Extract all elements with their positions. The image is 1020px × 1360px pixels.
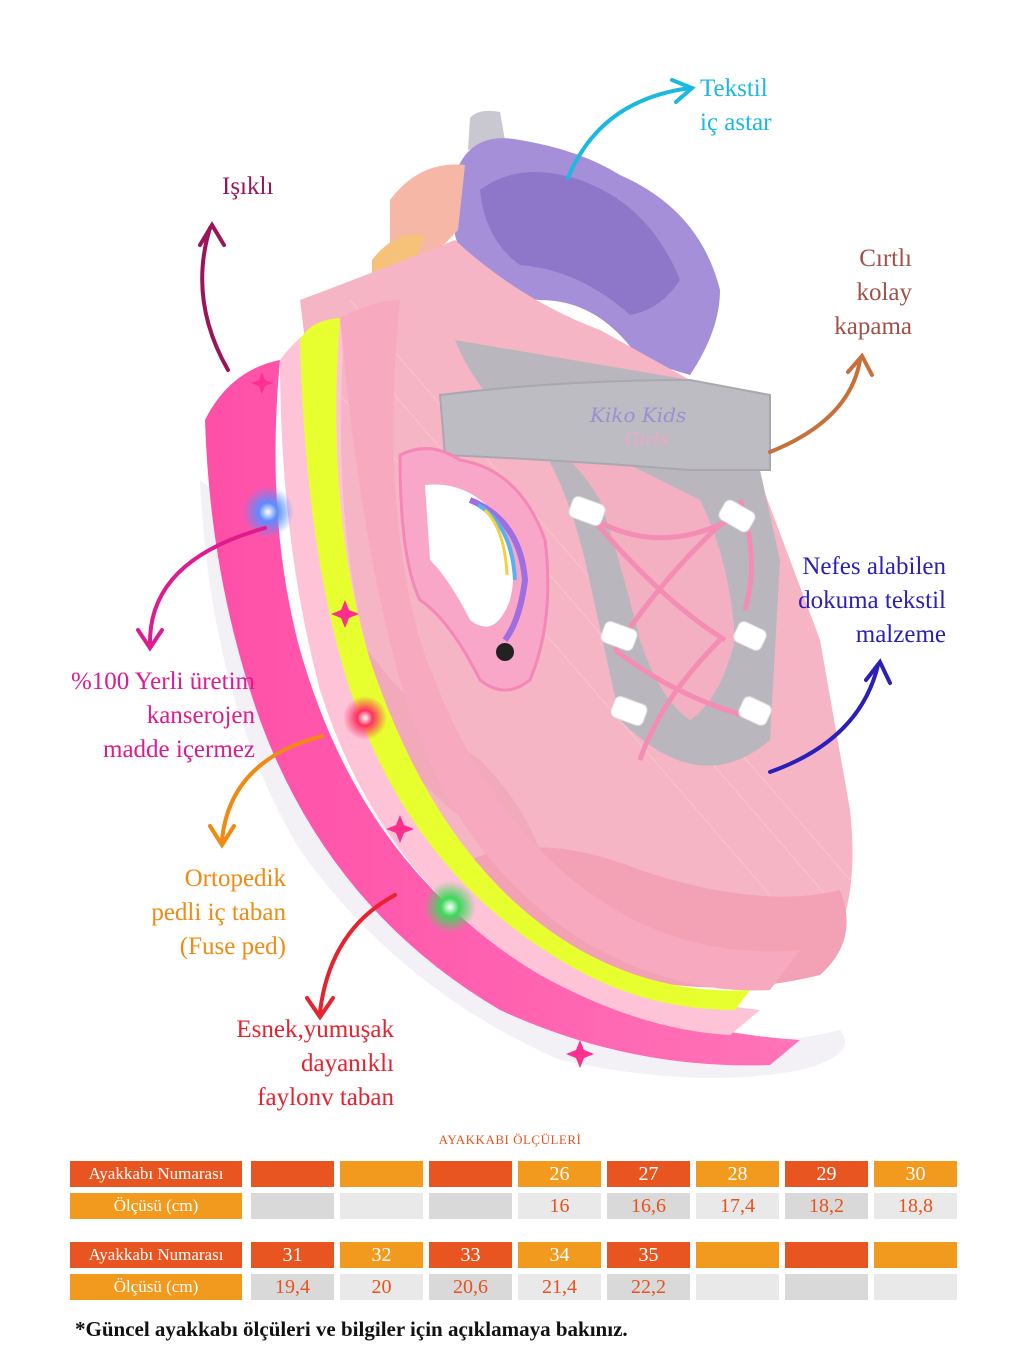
size-number-cell: 26: [518, 1161, 601, 1187]
size-cm-cell: 20: [340, 1274, 423, 1300]
size-number-cell: 27: [607, 1161, 690, 1187]
size-number-cell: 34: [518, 1242, 601, 1268]
size-row-cm-1: Ölçüsü (cm) 16 16,6 17,4 18,2 18,8: [70, 1193, 960, 1219]
size-cm-cell: [429, 1193, 512, 1219]
feature-yerli: %100 Yerli üretim kanserojen madde içerm…: [71, 665, 255, 767]
size-number-cell: 35: [607, 1242, 690, 1268]
size-number-cell: 29: [785, 1161, 868, 1187]
size-number-cell: 31: [251, 1242, 334, 1268]
size-row-numbers-2: Ayakkabı Numarası 31 32 33 34 35: [70, 1242, 960, 1268]
size-cm-cell: 21,4: [518, 1274, 601, 1300]
lace-loops: [568, 496, 772, 726]
size-cm-cell: 22,2: [607, 1274, 690, 1300]
feature-esnek: Esnek,yumuşak dayanıklı faylonv taban: [236, 1013, 394, 1115]
size-cm-cell: 18,2: [785, 1193, 868, 1219]
size-row-numbers-1: Ayakkabı Numarası 26 27 28 29 30: [70, 1161, 960, 1187]
feature-tekstil: Tekstil iç astar: [700, 72, 771, 140]
size-cm-cell: 16,6: [607, 1193, 690, 1219]
size-number-cell: [785, 1242, 868, 1268]
size-cm-cell: [251, 1193, 334, 1219]
feature-ortopedik-line1: Ortopedik: [184, 865, 286, 892]
feature-yerli-line2: kanserojen: [146, 702, 255, 729]
size-cm-cell: [785, 1274, 868, 1300]
brand-text-kiko: Kiko Kids: [589, 403, 686, 427]
size-number-cell: [251, 1161, 334, 1187]
feature-esnek-line2: dayanıklı: [300, 1050, 394, 1077]
feature-ortopedik-line2: pedli iç taban: [151, 899, 286, 926]
led-green-icon: [424, 881, 476, 933]
sneaker-illustration: Kiko Kids Girls: [200, 110, 853, 1078]
size-cm-cell: 18,8: [874, 1193, 957, 1219]
feature-yerli-line3: madde içermez: [103, 736, 255, 763]
brand-text-girls: Girls: [625, 429, 669, 450]
footnote: *Güncel ayakkabı ölçüleri ve bilgiler iç…: [75, 1317, 628, 1341]
sole-pink-stripe: [205, 360, 800, 1066]
feature-ortopedik: Ortopedik pedli iç taban (Fuse ped): [151, 862, 286, 964]
feature-ortopedik-line3: (Fuse ped): [179, 933, 286, 960]
size-number-cell: [874, 1242, 957, 1268]
feature-esnek-line1: Esnek,yumuşak: [236, 1016, 394, 1043]
row-label-size: Ölçüsü (cm): [70, 1193, 242, 1219]
led-red-icon: [343, 696, 387, 740]
row-label-size: Ölçüsü (cm): [70, 1274, 242, 1300]
size-cm-cell: [696, 1274, 779, 1300]
feature-nefes-line3: malzeme: [855, 621, 946, 648]
feature-isikli: Işıklı: [222, 170, 273, 204]
feature-tekstil-line2: iç astar: [700, 109, 772, 136]
unicorn-patch: [398, 447, 550, 692]
size-cm-cell: [340, 1193, 423, 1219]
feature-tekstil-line1: Tekstil: [700, 75, 768, 102]
feature-nefes-line2: dokuma tekstil: [798, 587, 946, 614]
row-label-number: Ayakkabı Numarası: [70, 1242, 242, 1268]
size-number-cell: 33: [429, 1242, 512, 1268]
size-cm-cell: 17,4: [696, 1193, 779, 1219]
row-label-number: Ayakkabı Numarası: [70, 1161, 242, 1187]
feature-cirtli-line3: kapama: [834, 313, 912, 340]
size-cm-cell: 16: [518, 1193, 601, 1219]
size-number-cell: 28: [696, 1161, 779, 1187]
feature-isikli-line1: Işıklı: [222, 173, 274, 200]
size-cm-cell: 19,4: [251, 1274, 334, 1300]
size-cm-cell: 20,6: [429, 1274, 512, 1300]
feature-cirtli: Cırtlı kolay kapama: [834, 242, 912, 344]
feature-yerli-line1: %100 Yerli üretim: [70, 668, 255, 695]
size-cm-cell: [874, 1274, 957, 1300]
feature-cirtli-line1: Cırtlı: [859, 245, 912, 272]
size-row-cm-2: Ölçüsü (cm) 19,4 20 20,6 21,4 22,2: [70, 1274, 960, 1300]
size-number-cell: [429, 1161, 512, 1187]
feature-nefes: Nefes alabilen dokuma tekstil malzeme: [798, 550, 946, 652]
size-number-cell: 32: [340, 1242, 423, 1268]
feature-esnek-line3: faylonv taban: [257, 1084, 394, 1111]
size-table-title: AYAKKABI ÖLÇÜLERİ: [438, 1132, 582, 1147]
feature-cirtli-line2: kolay: [856, 279, 912, 306]
size-number-cell: [696, 1242, 779, 1268]
size-number-cell: [340, 1161, 423, 1187]
feature-nefes-line1: Nefes alabilen: [802, 553, 946, 580]
size-number-cell: 30: [874, 1161, 957, 1187]
star-decorations: [251, 372, 594, 1068]
velcro-strap: [438, 378, 771, 471]
led-blue-icon: [242, 486, 294, 538]
